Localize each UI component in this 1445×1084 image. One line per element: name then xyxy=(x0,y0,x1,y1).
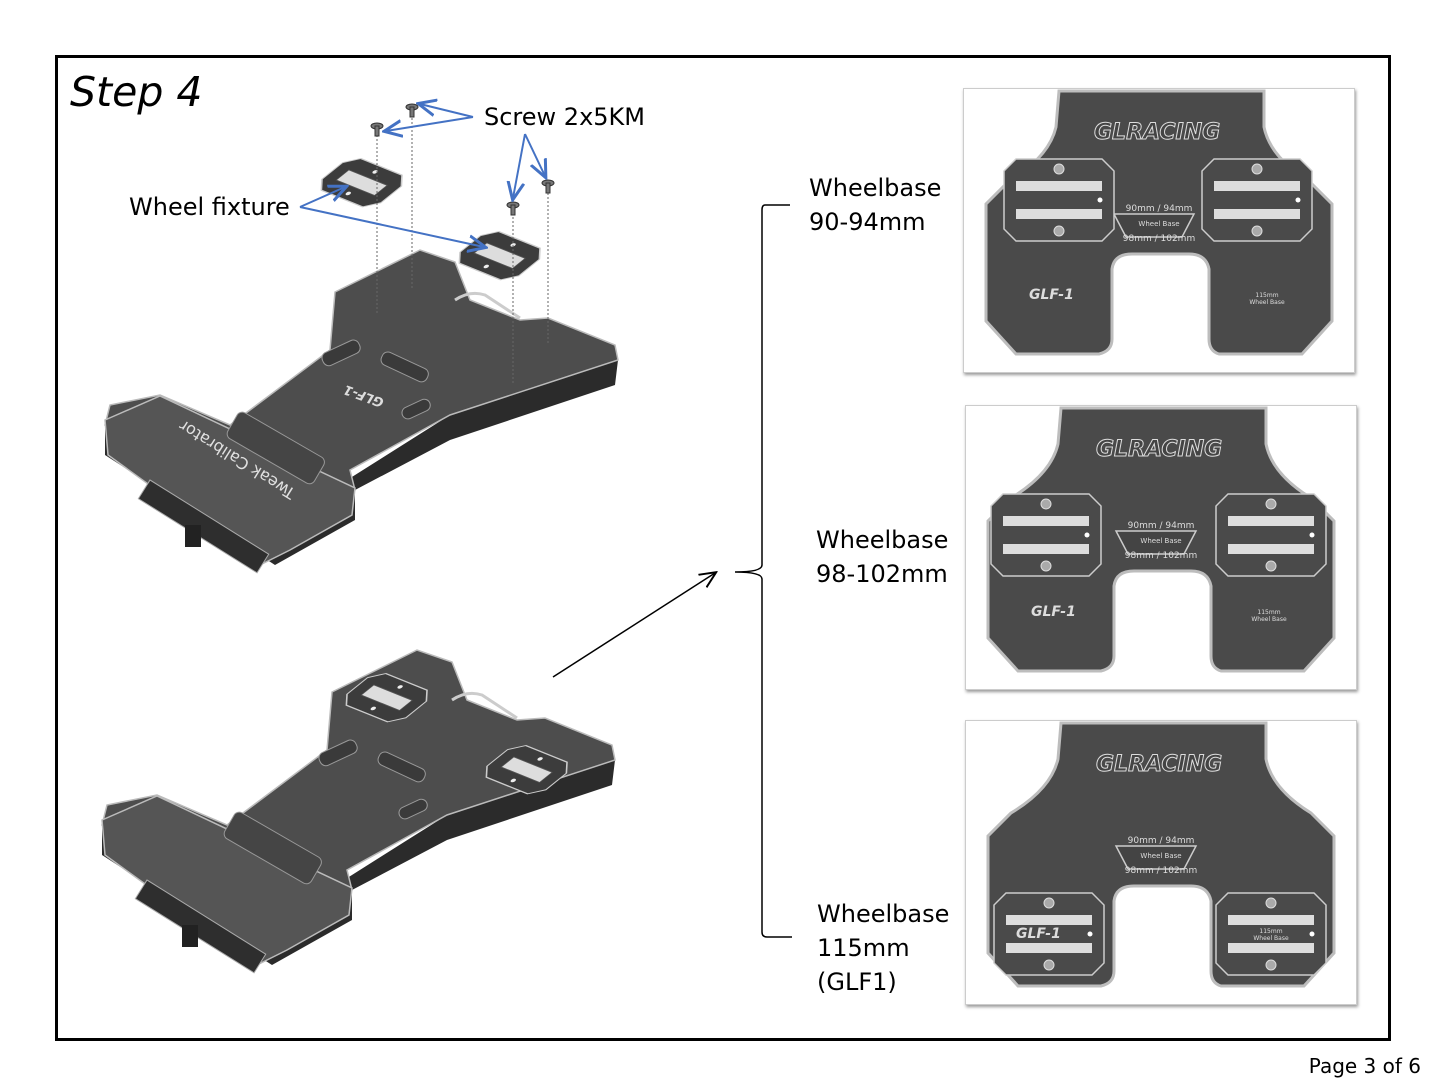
option-line: 90-94mm xyxy=(809,208,926,236)
wb115-text: 115mm xyxy=(1255,292,1278,299)
model-text: GLF-1 xyxy=(1016,926,1061,942)
option-90-94-label: Wheelbase 90-94mm xyxy=(809,171,941,239)
cutout xyxy=(1112,213,1196,238)
wb-small-text: 90mm / 94mm xyxy=(1126,204,1193,214)
wb-small-text: 90mm / 94mm xyxy=(1128,836,1195,846)
wb115-text: 115mm xyxy=(1259,928,1282,935)
step-title: Step 4 xyxy=(70,68,203,116)
calibrator-assembled xyxy=(100,648,617,975)
wheel-fixture xyxy=(993,892,1105,976)
cutout xyxy=(1114,845,1198,870)
isometric-assembly-drawing: Tweak Calibrator GLF-1 xyxy=(100,0,792,975)
wheel-fixture xyxy=(990,493,1102,577)
screw-icon xyxy=(506,201,520,216)
option-line: Wheelbase xyxy=(816,526,949,554)
page-number: Page 3 of 6 xyxy=(1308,1054,1421,1078)
wb-label-text: Wheel Base xyxy=(1140,537,1181,545)
wb115-text: Wheel Base xyxy=(1251,616,1287,623)
wheel-fixture xyxy=(1215,892,1327,976)
wb-label-text: Wheel Base xyxy=(1140,852,1181,860)
screw-label: Screw 2x5KM xyxy=(484,103,645,131)
brand-logo: GLRACING xyxy=(1096,752,1222,777)
wb-large-text: 98mm / 102mm xyxy=(1123,234,1195,244)
wb-large-text: 98mm / 102mm xyxy=(1125,551,1197,561)
screw-icon xyxy=(541,179,555,194)
screws xyxy=(370,103,555,216)
option-98-102-label: Wheelbase 98-102mm xyxy=(816,523,948,591)
screw-icon xyxy=(370,122,384,137)
wheel-fixture-left xyxy=(311,154,412,212)
brand-logo: GLRACING xyxy=(1094,120,1220,145)
wb-small-text: 90mm / 94mm xyxy=(1128,521,1195,531)
model-text: GLF-1 xyxy=(1031,604,1076,620)
wheel-fixture-label: Wheel fixture xyxy=(129,193,290,221)
option-line: 115mm xyxy=(817,934,910,962)
cutout xyxy=(1114,530,1198,555)
model-text: GLF-1 xyxy=(1029,287,1074,303)
pointer-arrow xyxy=(552,573,715,678)
screw-icon xyxy=(405,103,419,118)
wb-large-text: 98mm / 102mm xyxy=(1125,866,1197,876)
alignment-lines xyxy=(376,118,549,385)
wheel-fixture xyxy=(1003,158,1115,242)
wheel-fixture-right xyxy=(449,227,550,285)
wb115-text: Wheel Base xyxy=(1253,935,1289,942)
option-line: (GLF1) xyxy=(817,968,897,996)
wheel-fixture xyxy=(1201,158,1313,242)
option-115-label: Wheelbase 115mm (GLF1) xyxy=(817,897,949,999)
option-line: 98-102mm xyxy=(816,560,948,588)
option-line: Wheelbase xyxy=(817,900,950,928)
brand-logo: GLRACING xyxy=(1096,437,1222,462)
wb115-text: 115mm xyxy=(1257,609,1280,616)
option-line: Wheelbase xyxy=(809,174,942,202)
wb-label-text: Wheel Base xyxy=(1138,220,1179,228)
callout-arrows xyxy=(299,104,545,247)
wheel-fixture xyxy=(1215,493,1327,577)
wb115-text: Wheel Base xyxy=(1249,299,1285,306)
page-frame xyxy=(55,55,1391,1041)
options-bracket xyxy=(734,204,792,938)
calibrator-plate-exploded xyxy=(103,248,620,575)
